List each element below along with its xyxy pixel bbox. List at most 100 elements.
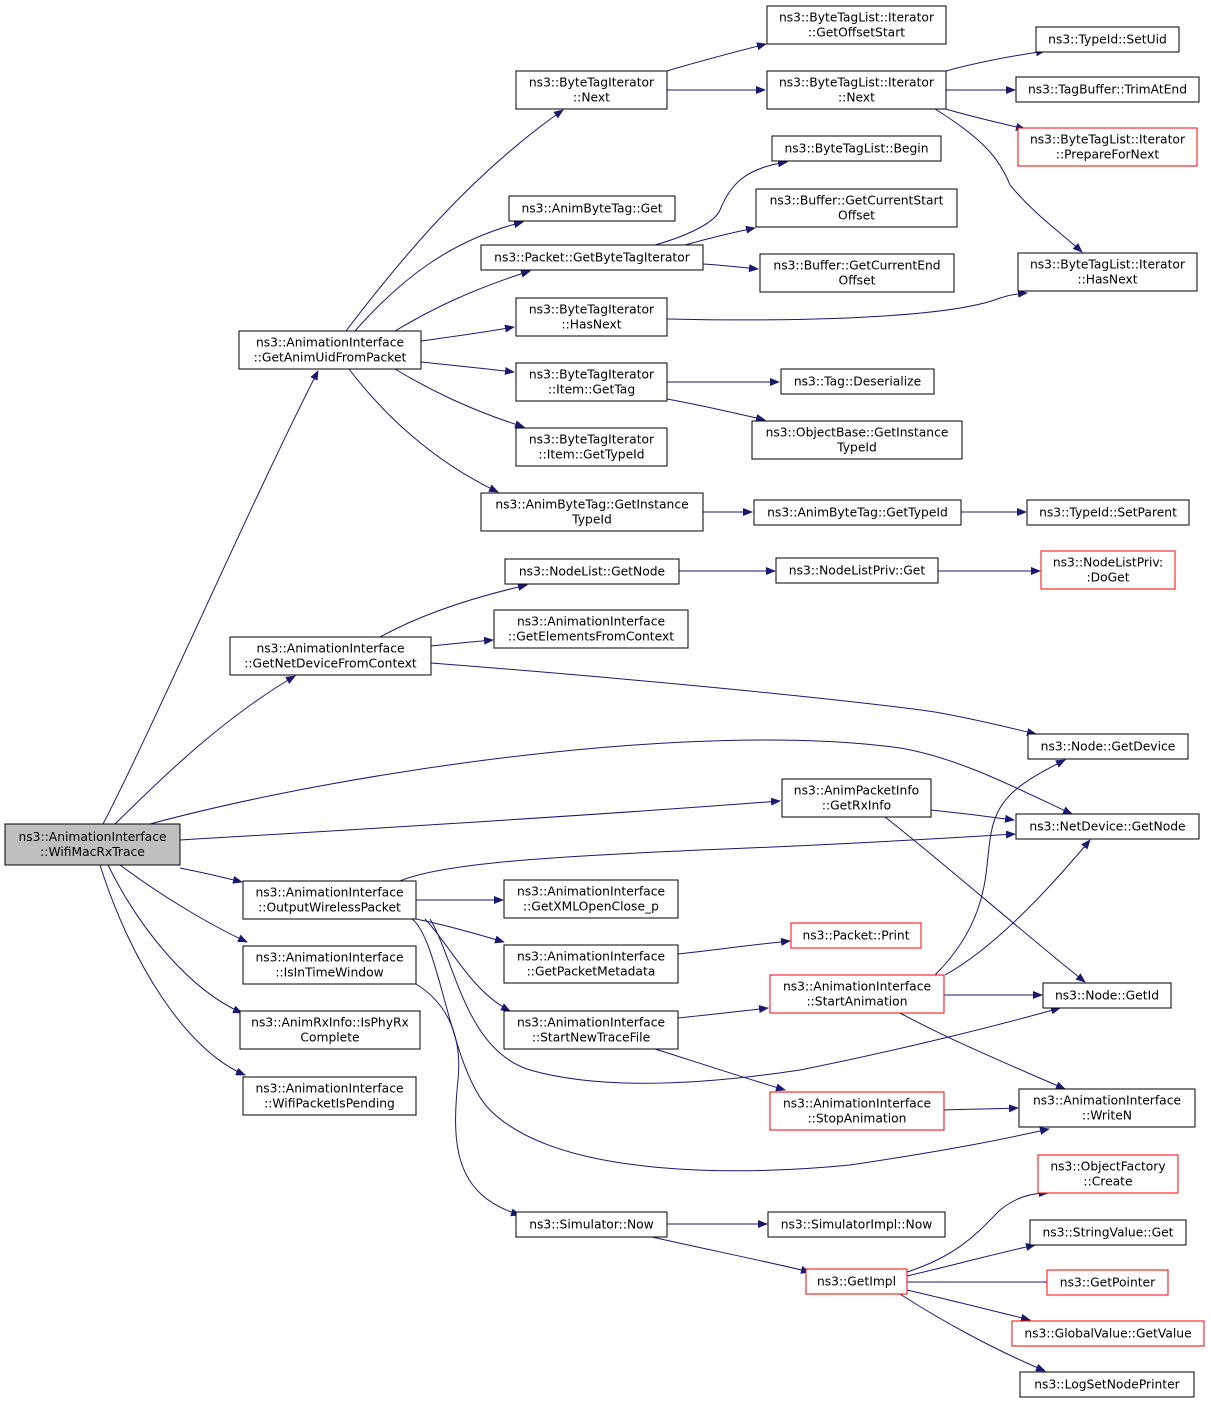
node-btlnext-box [766, 70, 947, 110]
node-animbytetaggettypeid[interactable]: ns3::AnimByteTag::GetTypeId [753, 499, 962, 526]
node-netdevicegetnode[interactable]: ns3::NetDevice::GetNode [1015, 813, 1200, 840]
node-getxmlopenclose-label-0: ns3::AnimationInterface [517, 885, 665, 899]
node-logsetnodeprinter-label-0: ns3::LogSetNodePrinter [1034, 1378, 1180, 1392]
node-packetprint[interactable]: ns3::Packet::Print [790, 922, 922, 949]
edge-animpacketinfogetrxinfo-to-nodegetid [884, 816, 1086, 983]
edge-wifimacrxtrace-to-wifipacketispending [99, 864, 246, 1076]
call-nodes: ns3::AnimationInterface::WifiMacRxTracen… [4, 5, 1205, 1398]
node-nodelistprivget-label-0: ns3::NodeListPriv::Get [789, 564, 926, 578]
edge-btlnext-to-btlhasnext [934, 108, 1083, 253]
node-getnetdevice-box [229, 636, 432, 676]
node-animbytetagget[interactable]: ns3::AnimByteTag::Get [508, 195, 676, 222]
node-nodegetid-box [1042, 982, 1172, 1009]
edge-outputwireless-to-nodegetid [429, 918, 1061, 1084]
node-btiitemgettag[interactable]: ns3::ByteTagIterator::Item::GetTag [515, 362, 668, 402]
node-stringvalueget-box [1029, 1219, 1187, 1246]
edge-startanimation-to-nodegetdevice [934, 759, 1066, 976]
node-simulatorimplnow[interactable]: ns3::SimulatorImpl::Now [767, 1211, 946, 1238]
node-nodelistprivdoget-box [1040, 550, 1176, 590]
edge-btlnext-to-btlpreparefornext [945, 108, 1026, 131]
edge-btiitemgettag-to-objectbaseinstance [666, 398, 766, 422]
node-getanimuid-box [238, 330, 422, 370]
node-getbytetagiterator-box [480, 244, 704, 271]
node-globalvaluegetvalue[interactable]: ns3::GlobalValue::GetValue [1011, 1320, 1205, 1347]
node-btiitemgettypeid-label-1: ::Item::GetTypeId [538, 448, 644, 462]
node-btlbegin-label-0: ns3::ByteTagList::Begin [784, 142, 928, 156]
node-outputwireless[interactable]: ns3::AnimationInterface::OutputWirelessP… [242, 880, 417, 920]
node-btlhasnext[interactable]: ns3::ByteTagList::Iterator::HasNext [1017, 252, 1198, 292]
node-btlnext[interactable]: ns3::ByteTagList::Iterator::Next [766, 70, 947, 110]
node-isintimewindow[interactable]: ns3::AnimationInterface::IsInTimeWindow [242, 945, 417, 985]
node-startnewtracefile-label-0: ns3::AnimationInterface [517, 1016, 665, 1030]
node-isintimewindow-box [242, 945, 417, 985]
node-tagdeserialize[interactable]: ns3::Tag::Deserialize [780, 368, 935, 395]
node-btlpreparefornext[interactable]: ns3::ByteTagList::Iterator::PrepareForNe… [1017, 127, 1198, 167]
node-btlnext-label-0: ns3::ByteTagList::Iterator [779, 76, 935, 90]
node-simulatornow[interactable]: ns3::Simulator::Now [515, 1211, 668, 1238]
node-btlpreparefornext-label-1: ::PrepareForNext [1056, 148, 1160, 162]
node-btlgetoffsetstart[interactable]: ns3::ByteTagList::Iterator::GetOffsetSta… [766, 5, 947, 45]
node-getpacketmetadata-box [503, 944, 679, 984]
node-getelementsfromcontext-box [493, 609, 689, 649]
node-getanimuid[interactable]: ns3::AnimationInterface::GetAnimUidFromP… [238, 330, 422, 370]
node-btiitemgettag-label-0: ns3::ByteTagIterator [529, 368, 655, 382]
node-getxmlopenclose[interactable]: ns3::AnimationInterface::GetXMLOpenClose… [503, 879, 679, 919]
node-logsetnodeprinter-box [1019, 1371, 1195, 1398]
node-writen-label-1: ::WriteN [1082, 1109, 1132, 1123]
node-getimpl[interactable]: ns3::GetImpl [805, 1268, 908, 1295]
node-globalvaluegetvalue-label-0: ns3::GlobalValue::GetValue [1024, 1327, 1191, 1341]
node-getelementsfromcontext[interactable]: ns3::AnimationInterface::GetElementsFrom… [493, 609, 689, 649]
node-typeidsetuid[interactable]: ns3::TypeId::SetUid [1035, 26, 1180, 53]
node-btlbegin[interactable]: ns3::ByteTagList::Begin [771, 135, 942, 162]
node-getnetdevice[interactable]: ns3::AnimationInterface::GetNetDeviceFro… [229, 636, 432, 676]
node-btihasnext[interactable]: ns3::ByteTagIterator::HasNext [515, 297, 668, 337]
node-nodelistprivdoget[interactable]: ns3::NodeListPriv::DoGet [1040, 550, 1176, 590]
node-typeidsetparent[interactable]: ns3::TypeId::SetParent [1026, 499, 1190, 526]
node-startanimation[interactable]: ns3::AnimationInterface::StartAnimation [769, 974, 945, 1014]
node-nodegetdevice[interactable]: ns3::Node::GetDevice [1027, 733, 1189, 760]
node-nodelistgetnode[interactable]: ns3::NodeList::GetNode [504, 558, 680, 585]
node-wifipacketispending-box [242, 1076, 417, 1116]
node-logsetnodeprinter[interactable]: ns3::LogSetNodePrinter [1019, 1371, 1195, 1398]
node-startnewtracefile[interactable]: ns3::AnimationInterface::StartNewTraceFi… [503, 1010, 679, 1050]
node-animpacketinfogetrxinfo[interactable]: ns3::AnimPacketInfo::GetRxInfo [781, 778, 932, 818]
edge-getpacketmetadata-to-packetprint [677, 937, 791, 955]
node-getpointer[interactable]: ns3::GetPointer [1046, 1269, 1169, 1296]
node-isphyrxcomplete-label-1: Complete [300, 1031, 359, 1045]
node-getnetdevice-label-0: ns3::AnimationInterface [256, 642, 404, 656]
node-objectfactorycreate[interactable]: ns3::ObjectFactory::Create [1037, 1154, 1179, 1194]
edge-getimpl-to-stringvalueget [906, 1243, 1036, 1277]
node-nodelistprivdoget-label-1: :DoGet [1086, 571, 1129, 585]
node-tagbuffertrim[interactable]: ns3::TagBuffer::TrimAtEnd [1015, 76, 1200, 103]
node-btinext[interactable]: ns3::ByteTagIterator::Next [515, 70, 668, 110]
edge-getanimuid-to-animbytetaginstance [348, 368, 499, 493]
node-writen[interactable]: ns3::AnimationInterface::WriteN [1018, 1088, 1196, 1128]
node-objectbaseinstance-box [751, 420, 963, 460]
node-getpacketmetadata[interactable]: ns3::AnimationInterface::GetPacketMetada… [503, 944, 679, 984]
node-getbytetagiterator[interactable]: ns3::Packet::GetByteTagIterator [480, 244, 704, 271]
node-nodelistprivget[interactable]: ns3::NodeListPriv::Get [775, 557, 939, 584]
node-stopanimation[interactable]: ns3::AnimationInterface::StopAnimation [769, 1091, 945, 1131]
node-getimpl-box [805, 1268, 908, 1295]
node-getpointer-label-0: ns3::GetPointer [1060, 1276, 1156, 1290]
node-stringvalueget-label-0: ns3::StringValue::Get [1043, 1226, 1174, 1240]
node-stopanimation-box [769, 1091, 945, 1131]
edge-getanimuid-to-getbytetagiterator [394, 269, 531, 332]
node-stringvalueget[interactable]: ns3::StringValue::Get [1029, 1219, 1187, 1246]
node-startnewtracefile-box [503, 1010, 679, 1050]
node-btiitemgettypeid-label-0: ns3::ByteTagIterator [529, 433, 655, 447]
node-nodelistprivget-box [775, 557, 939, 584]
node-getxmlopenclose-box [503, 879, 679, 919]
node-animpacketinfogetrxinfo-label-0: ns3::AnimPacketInfo [794, 784, 919, 798]
node-btihasnext-label-0: ns3::ByteTagIterator [529, 303, 655, 317]
node-nodegetid[interactable]: ns3::Node::GetId [1042, 982, 1172, 1009]
node-wifimacrxtrace[interactable]: ns3::AnimationInterface::WifiMacRxTrace [4, 823, 181, 866]
edge-startnewtracefile-to-startanimation [677, 1005, 769, 1019]
node-wifipacketispending[interactable]: ns3::AnimationInterface::WifiPacketIsPen… [242, 1076, 417, 1116]
node-btiitemgettypeid[interactable]: ns3::ByteTagIterator::Item::GetTypeId [515, 427, 668, 467]
